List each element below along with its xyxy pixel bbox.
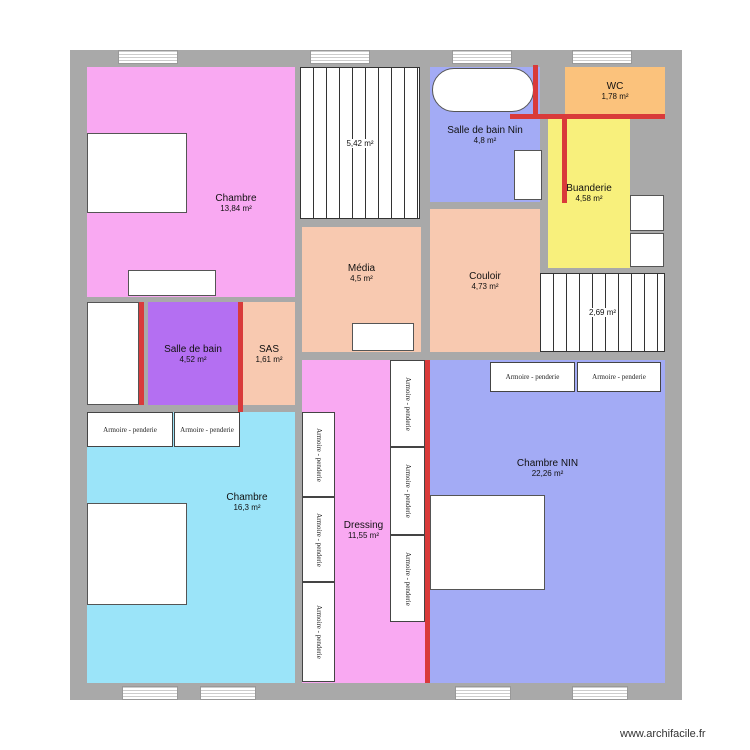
wardrobe-label: Armoire - penderie [403, 551, 412, 606]
partition [562, 118, 567, 203]
window [452, 50, 512, 64]
room-area: 11,55 m² [348, 530, 379, 540]
window [572, 50, 632, 64]
room-area: 1,78 m² [601, 91, 629, 101]
window [200, 686, 256, 700]
bed-2 [87, 503, 187, 605]
room-area: 5,42 m² [346, 138, 374, 148]
room-name: SAS [258, 343, 279, 355]
wardrobe-label: Armoire - penderie [314, 512, 323, 567]
partition [510, 114, 665, 119]
partition [533, 65, 538, 115]
room-area: 4,58 m² [575, 194, 603, 203]
room-stairs-1[interactable]: 5,42 m² [300, 67, 420, 219]
wardrobe-label: Armoire - penderie [314, 427, 323, 482]
room-area: 22,26 m² [531, 469, 564, 478]
wardrobe: Armoire - penderie [390, 535, 425, 622]
partition [425, 360, 430, 683]
desk [352, 323, 414, 351]
wardrobe: Armoire - penderie [174, 412, 240, 447]
room-name: Couloir [469, 270, 501, 282]
partition [238, 302, 243, 412]
room-area: 4,52 m² [179, 354, 207, 364]
room-area: 13,84 m² [220, 204, 252, 213]
room-area: 1,61 m² [255, 354, 283, 364]
room-area: 4,5 m² [350, 274, 373, 283]
room-name: Chambre [226, 492, 268, 503]
window [572, 686, 628, 700]
wardrobe: Armoire - penderie [390, 447, 425, 535]
washing-machine [630, 195, 664, 231]
wardrobe-label: Armoire - penderie [314, 605, 323, 659]
room-name: Salle de bain [164, 343, 222, 355]
window [310, 50, 370, 64]
partition [139, 302, 144, 405]
wardrobe: Armoire - penderie [490, 362, 575, 392]
room-area: 16,3 m² [233, 503, 261, 512]
room-name: Média [347, 263, 376, 274]
room-area: 4,73 m² [471, 281, 499, 291]
window [455, 686, 511, 700]
room-name: Chambre NIN [516, 458, 579, 469]
window [118, 50, 178, 64]
shower-nin [514, 150, 542, 200]
wardrobe: Armoire - penderie [390, 360, 425, 447]
radiator [128, 270, 216, 296]
dryer [630, 233, 664, 267]
room-area: 4,8 m² [473, 135, 497, 145]
bathtub [432, 68, 534, 112]
room-name: Salle de bain Nin [447, 124, 523, 136]
room-stairs-2[interactable]: 2,69 m² [540, 273, 665, 352]
room-name: WC [606, 80, 624, 92]
wardrobe: Armoire - penderie [302, 582, 335, 682]
wardrobe: Armoire - penderie [87, 412, 173, 447]
wardrobe-label: Armoire - penderie [403, 376, 412, 431]
watermark: www.archifacile.fr [620, 728, 706, 740]
wardrobe-label: Armoire - penderie [403, 464, 412, 518]
room-name: Buanderie [566, 183, 612, 194]
wardrobe: Armoire - penderie [577, 362, 661, 392]
wardrobe: Armoire - penderie [302, 412, 335, 497]
bed-1 [87, 133, 187, 213]
wardrobe: Armoire - penderie [302, 497, 335, 582]
window [122, 686, 178, 700]
bed-3 [430, 495, 545, 590]
room-name: Chambre [215, 193, 257, 204]
room-area: 2,69 m² [588, 308, 617, 317]
shower [87, 302, 139, 405]
room-name: Dressing [343, 519, 384, 531]
